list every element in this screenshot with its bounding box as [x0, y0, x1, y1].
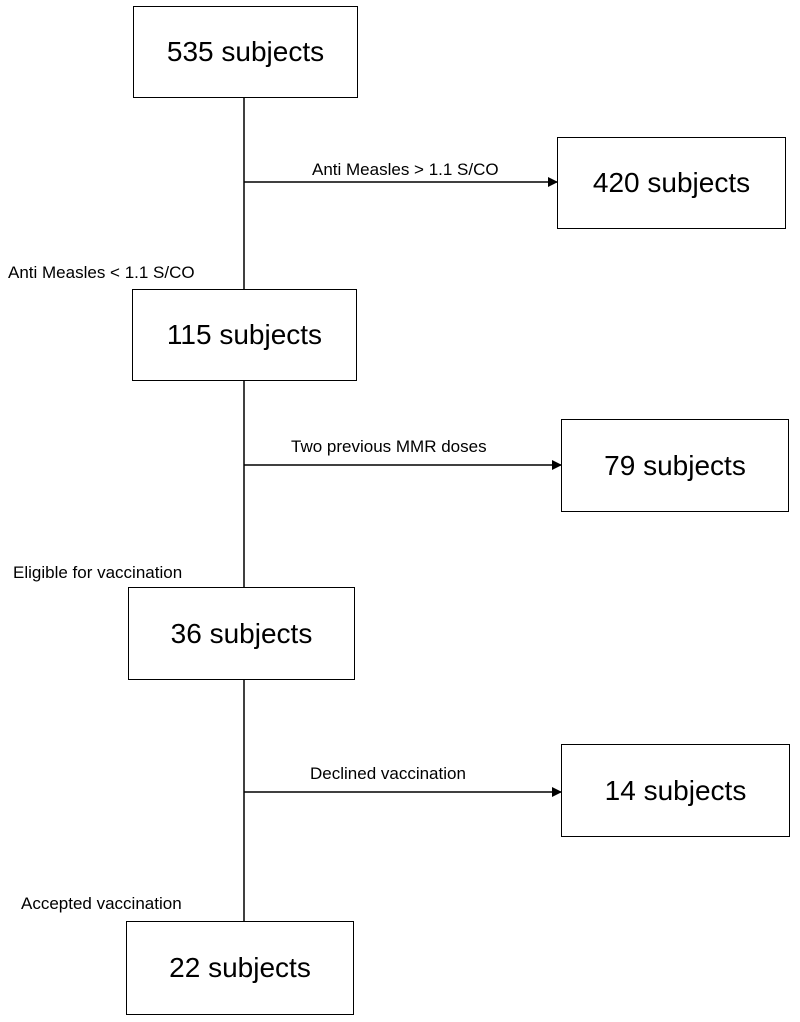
step-label-accepted-vaccination: Accepted vaccination: [21, 894, 182, 913]
box-115-subjects: 115 subjects: [132, 289, 357, 381]
step-label-anti-measles-low: Anti Measles < 1.1 S/CO: [8, 263, 195, 282]
step-label-eligible-for-vaccination: Eligible for vaccination: [13, 563, 183, 582]
box-79-subjects: 79 subjects: [561, 419, 789, 512]
box-420-subjects: 420 subjects: [557, 137, 786, 229]
box-535-subjects: 535 subjects: [133, 6, 358, 98]
box-14-subjects: 14 subjects: [561, 744, 790, 837]
box-22-subjects: 22 subjects: [126, 921, 354, 1015]
branch-label-two-mmr-doses: Two previous MMR doses: [291, 437, 487, 456]
box-36-subjects: 36 subjects: [128, 587, 355, 680]
branch-label-declined-vaccination: Declined vaccination: [310, 764, 466, 783]
branch-label-anti-measles-high: Anti Measles > 1.1 S/CO: [312, 160, 499, 179]
